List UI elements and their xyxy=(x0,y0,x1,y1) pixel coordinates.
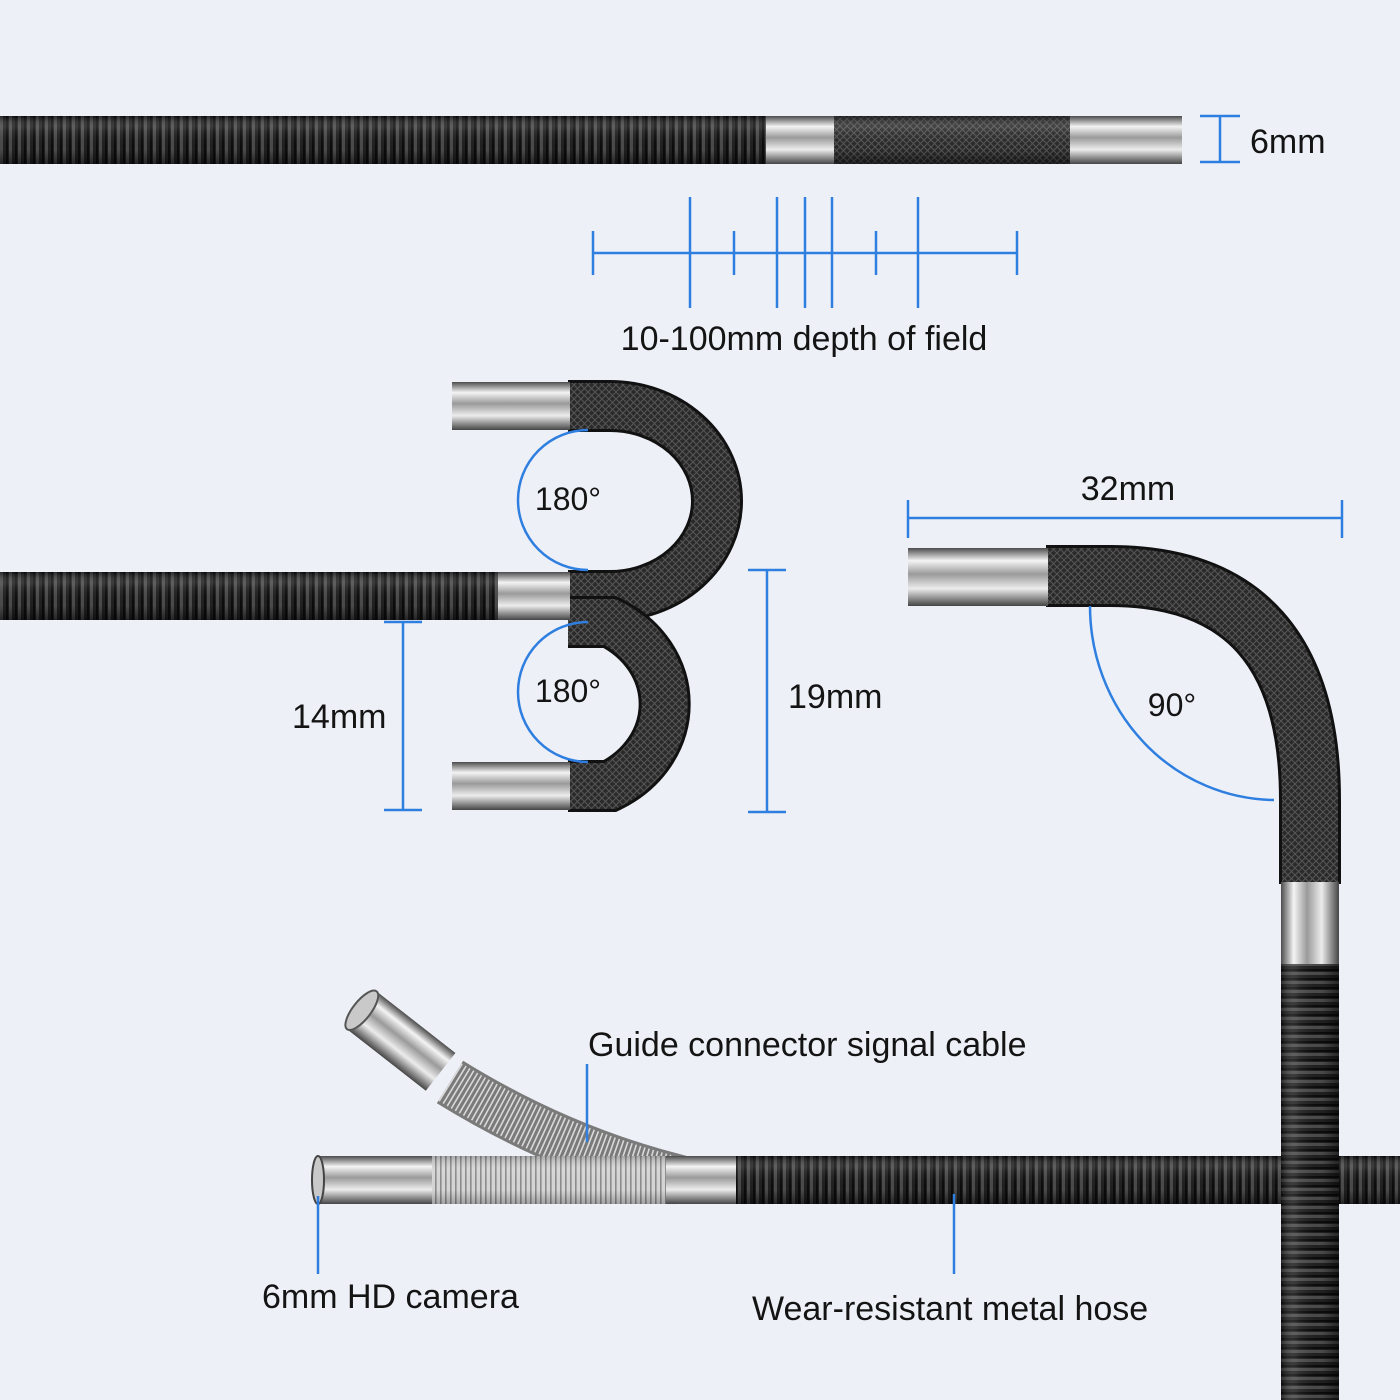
bottom-probe xyxy=(311,989,1400,1210)
lower-u-tip xyxy=(452,762,570,810)
diameter-label: 6mm xyxy=(1250,123,1326,161)
lower-angle-label: 180° xyxy=(535,673,601,709)
lower-angle-arc xyxy=(516,620,589,764)
right-angle-label: 90° xyxy=(1148,687,1196,723)
height-right-label: 19mm xyxy=(788,678,882,716)
branch-tip xyxy=(344,989,456,1091)
camera-label: 6mm HD camera xyxy=(262,1278,519,1316)
diameter-marker xyxy=(1200,114,1240,164)
upper-angle-label: 180° xyxy=(535,481,601,517)
u-turn-probe xyxy=(0,380,743,812)
width-right-label: 32mm xyxy=(1081,470,1175,508)
upper-angle-arc xyxy=(516,428,589,572)
top-probe-ferrule xyxy=(766,116,836,164)
height-left-label: 14mm xyxy=(292,698,386,736)
height-left-marker xyxy=(384,620,422,812)
camera-head xyxy=(318,1156,432,1204)
width-right-marker xyxy=(906,500,1344,538)
elbow-ferrule xyxy=(1281,882,1339,966)
height-right-marker xyxy=(748,568,786,814)
depth-of-field-label: 10-100mm depth of field xyxy=(621,320,988,358)
top-probe-tip xyxy=(1070,116,1182,164)
elbow-tip xyxy=(908,548,1048,606)
elbow-probe xyxy=(908,545,1341,1400)
right-angle-arc xyxy=(1088,605,1275,802)
upper-u-tip xyxy=(452,382,570,430)
top-probe xyxy=(0,116,1182,164)
hose-label: Wear-resistant metal hose xyxy=(752,1290,1148,1328)
signal-cable-label: Guide connector signal cable xyxy=(588,1026,1027,1064)
depth-of-field-ruler xyxy=(591,197,1019,308)
